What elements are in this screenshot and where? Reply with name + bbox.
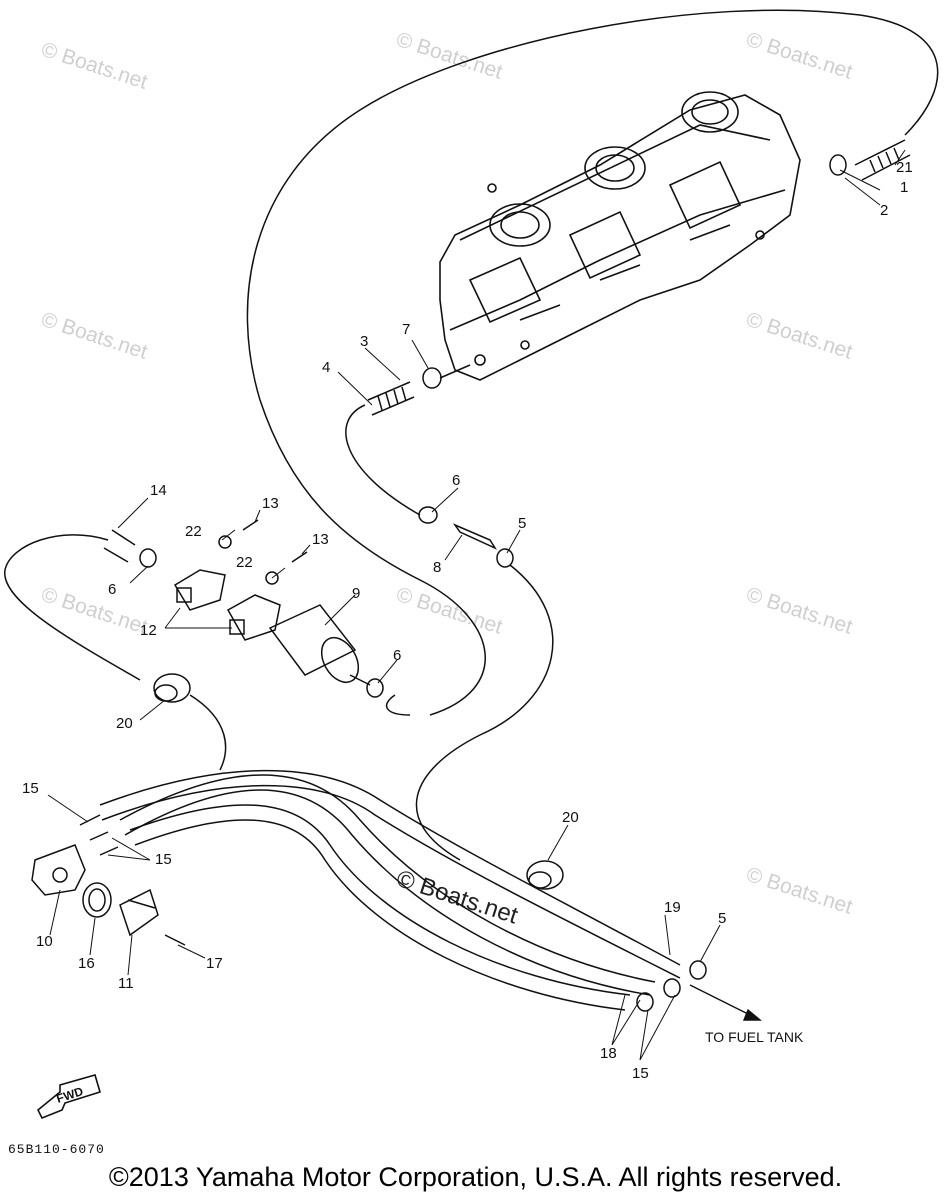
callout-16: 16 bbox=[78, 955, 95, 972]
callout-6: 6 bbox=[108, 581, 116, 598]
watermark: © Boats.net bbox=[393, 865, 521, 930]
callout-19: 19 bbox=[664, 899, 681, 916]
watermark: © Boats.net bbox=[38, 38, 150, 94]
callout-1: 1 bbox=[900, 179, 908, 196]
callout-5: 5 bbox=[518, 515, 526, 532]
supply-hose bbox=[415, 564, 554, 861]
fwd-label: FWD bbox=[55, 1084, 86, 1106]
callout-20: 20 bbox=[116, 715, 133, 732]
tank-hoses bbox=[99, 769, 707, 1012]
fuel-tank-arrow bbox=[689, 984, 762, 1021]
watermark: © Boats.net bbox=[393, 28, 505, 84]
watermark: © Boats.net bbox=[743, 308, 855, 364]
callout-12: 12 bbox=[140, 622, 157, 639]
callouts: 1 2 3 4 5 5 6 6 6 7 8 9 10 11 12 13 13 1… bbox=[22, 159, 913, 1082]
watermarks: © Boats.net © Boats.net © Boats.net © Bo… bbox=[38, 28, 855, 930]
hose-joint-3 bbox=[367, 364, 471, 416]
callout-20: 20 bbox=[562, 809, 579, 826]
grommet-20-left bbox=[153, 673, 191, 703]
callout-8: 8 bbox=[433, 559, 441, 576]
carburetor-assembly bbox=[439, 91, 801, 381]
callout-7: 7 bbox=[402, 321, 410, 338]
callout-3: 3 bbox=[360, 333, 368, 350]
fuel-cock-assembly bbox=[31, 814, 186, 946]
fuel-filter-assembly bbox=[173, 519, 384, 698]
callout-10: 10 bbox=[36, 933, 53, 950]
callout-9: 9 bbox=[352, 585, 360, 602]
callout-6: 6 bbox=[393, 647, 401, 664]
return-hose bbox=[246, 9, 939, 716]
fuel-tank-label: TO FUEL TANK bbox=[705, 1029, 804, 1045]
callout-18: 18 bbox=[600, 1045, 617, 1062]
callout-15: 15 bbox=[155, 851, 172, 868]
callout-22: 22 bbox=[236, 554, 253, 571]
callout-15: 15 bbox=[22, 780, 39, 797]
callout-15: 15 bbox=[632, 1065, 649, 1082]
watermark: © Boats.net bbox=[38, 583, 150, 639]
callout-4: 4 bbox=[322, 359, 330, 376]
fwd-arrow: FWD bbox=[36, 1074, 101, 1120]
callout-21: 21 bbox=[896, 159, 913, 176]
watermark: © Boats.net bbox=[743, 863, 855, 919]
callout-2: 2 bbox=[880, 202, 888, 219]
watermark: © Boats.net bbox=[393, 583, 505, 639]
callout-13: 13 bbox=[262, 495, 279, 512]
callout-17: 17 bbox=[206, 955, 223, 972]
copyright-notice: ©2013 Yamaha Motor Corporation, U.S.A. A… bbox=[108, 1162, 843, 1192]
callout-14: 14 bbox=[150, 482, 167, 499]
leader-lines bbox=[47, 149, 906, 1061]
callout-11: 11 bbox=[118, 975, 134, 992]
callout-22: 22 bbox=[185, 523, 202, 540]
hose-joint-21 bbox=[829, 139, 911, 181]
watermark: © Boats.net bbox=[743, 28, 855, 84]
callout-6: 6 bbox=[452, 472, 460, 489]
hose-to-joint bbox=[345, 404, 514, 568]
left-loop-hose bbox=[4, 529, 227, 771]
watermark: © Boats.net bbox=[743, 583, 855, 639]
part-code: 65B110-6070 bbox=[8, 1142, 105, 1157]
callout-13: 13 bbox=[312, 531, 329, 548]
callout-5: 5 bbox=[718, 910, 726, 927]
watermark: © Boats.net bbox=[38, 308, 150, 364]
